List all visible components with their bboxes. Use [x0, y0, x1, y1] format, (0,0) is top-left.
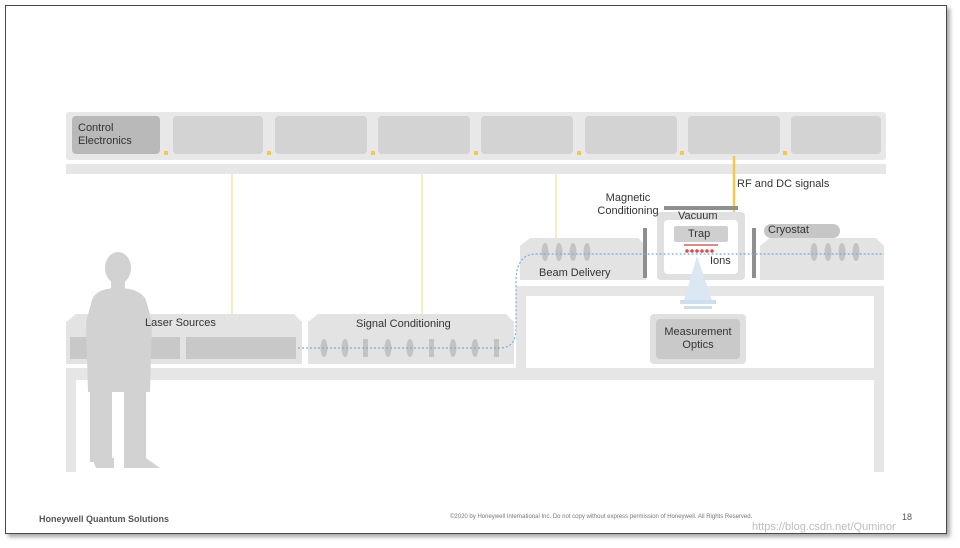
beam-delivery-label: Beam Delivery	[539, 267, 611, 279]
signal-conditioning-label: Signal Conditioning	[356, 318, 451, 330]
laser-sources-label: Laser Sources	[145, 317, 216, 329]
cryostat-label: Cryostat	[768, 224, 809, 236]
rack-module	[173, 116, 263, 154]
magnetic-conditioning-label: Magnetic Conditioning	[597, 192, 659, 217]
cryostat-unit	[760, 224, 884, 280]
beam-delivery-unit	[520, 238, 646, 280]
optical-bench	[66, 286, 884, 472]
rack-module	[378, 116, 470, 154]
trap-label: Trap	[688, 228, 711, 240]
person-silhouette-icon	[86, 252, 160, 468]
rack-module	[481, 116, 573, 154]
page-number: 18	[902, 512, 913, 522]
laser-beam-path	[298, 253, 884, 349]
ions-label: Ions	[710, 255, 731, 267]
footer-company: Honeywell Quantum Solutions	[39, 514, 170, 524]
vacuum-label: Vacuum	[678, 210, 718, 222]
measurement-optics-label: Measurement Optics	[664, 326, 732, 351]
rf-dc-signals-label: RF and DC signals	[737, 178, 830, 190]
trap-block	[674, 226, 728, 242]
signal-conditioning-unit	[308, 314, 514, 364]
control-electronics-rack	[66, 112, 886, 160]
rack-module	[585, 116, 677, 154]
watermark: https://blog.csdn.net/Quminor	[752, 521, 896, 533]
rack-shelf	[66, 164, 886, 174]
rack-module	[688, 116, 780, 154]
footer-copyright: ©2020 by Honeywell International Inc. Do…	[450, 514, 753, 520]
control-signal-lines	[231, 174, 557, 316]
rack-module	[275, 116, 367, 154]
rack-module	[791, 116, 881, 154]
control-electronics-label: Control Electronics	[78, 122, 132, 147]
measurement-optics-unit	[650, 314, 746, 364]
light-cone	[684, 256, 712, 300]
ion-dot-icon	[685, 249, 714, 253]
control-electronics-module	[72, 116, 160, 154]
vacuum-chamber	[643, 206, 756, 280]
